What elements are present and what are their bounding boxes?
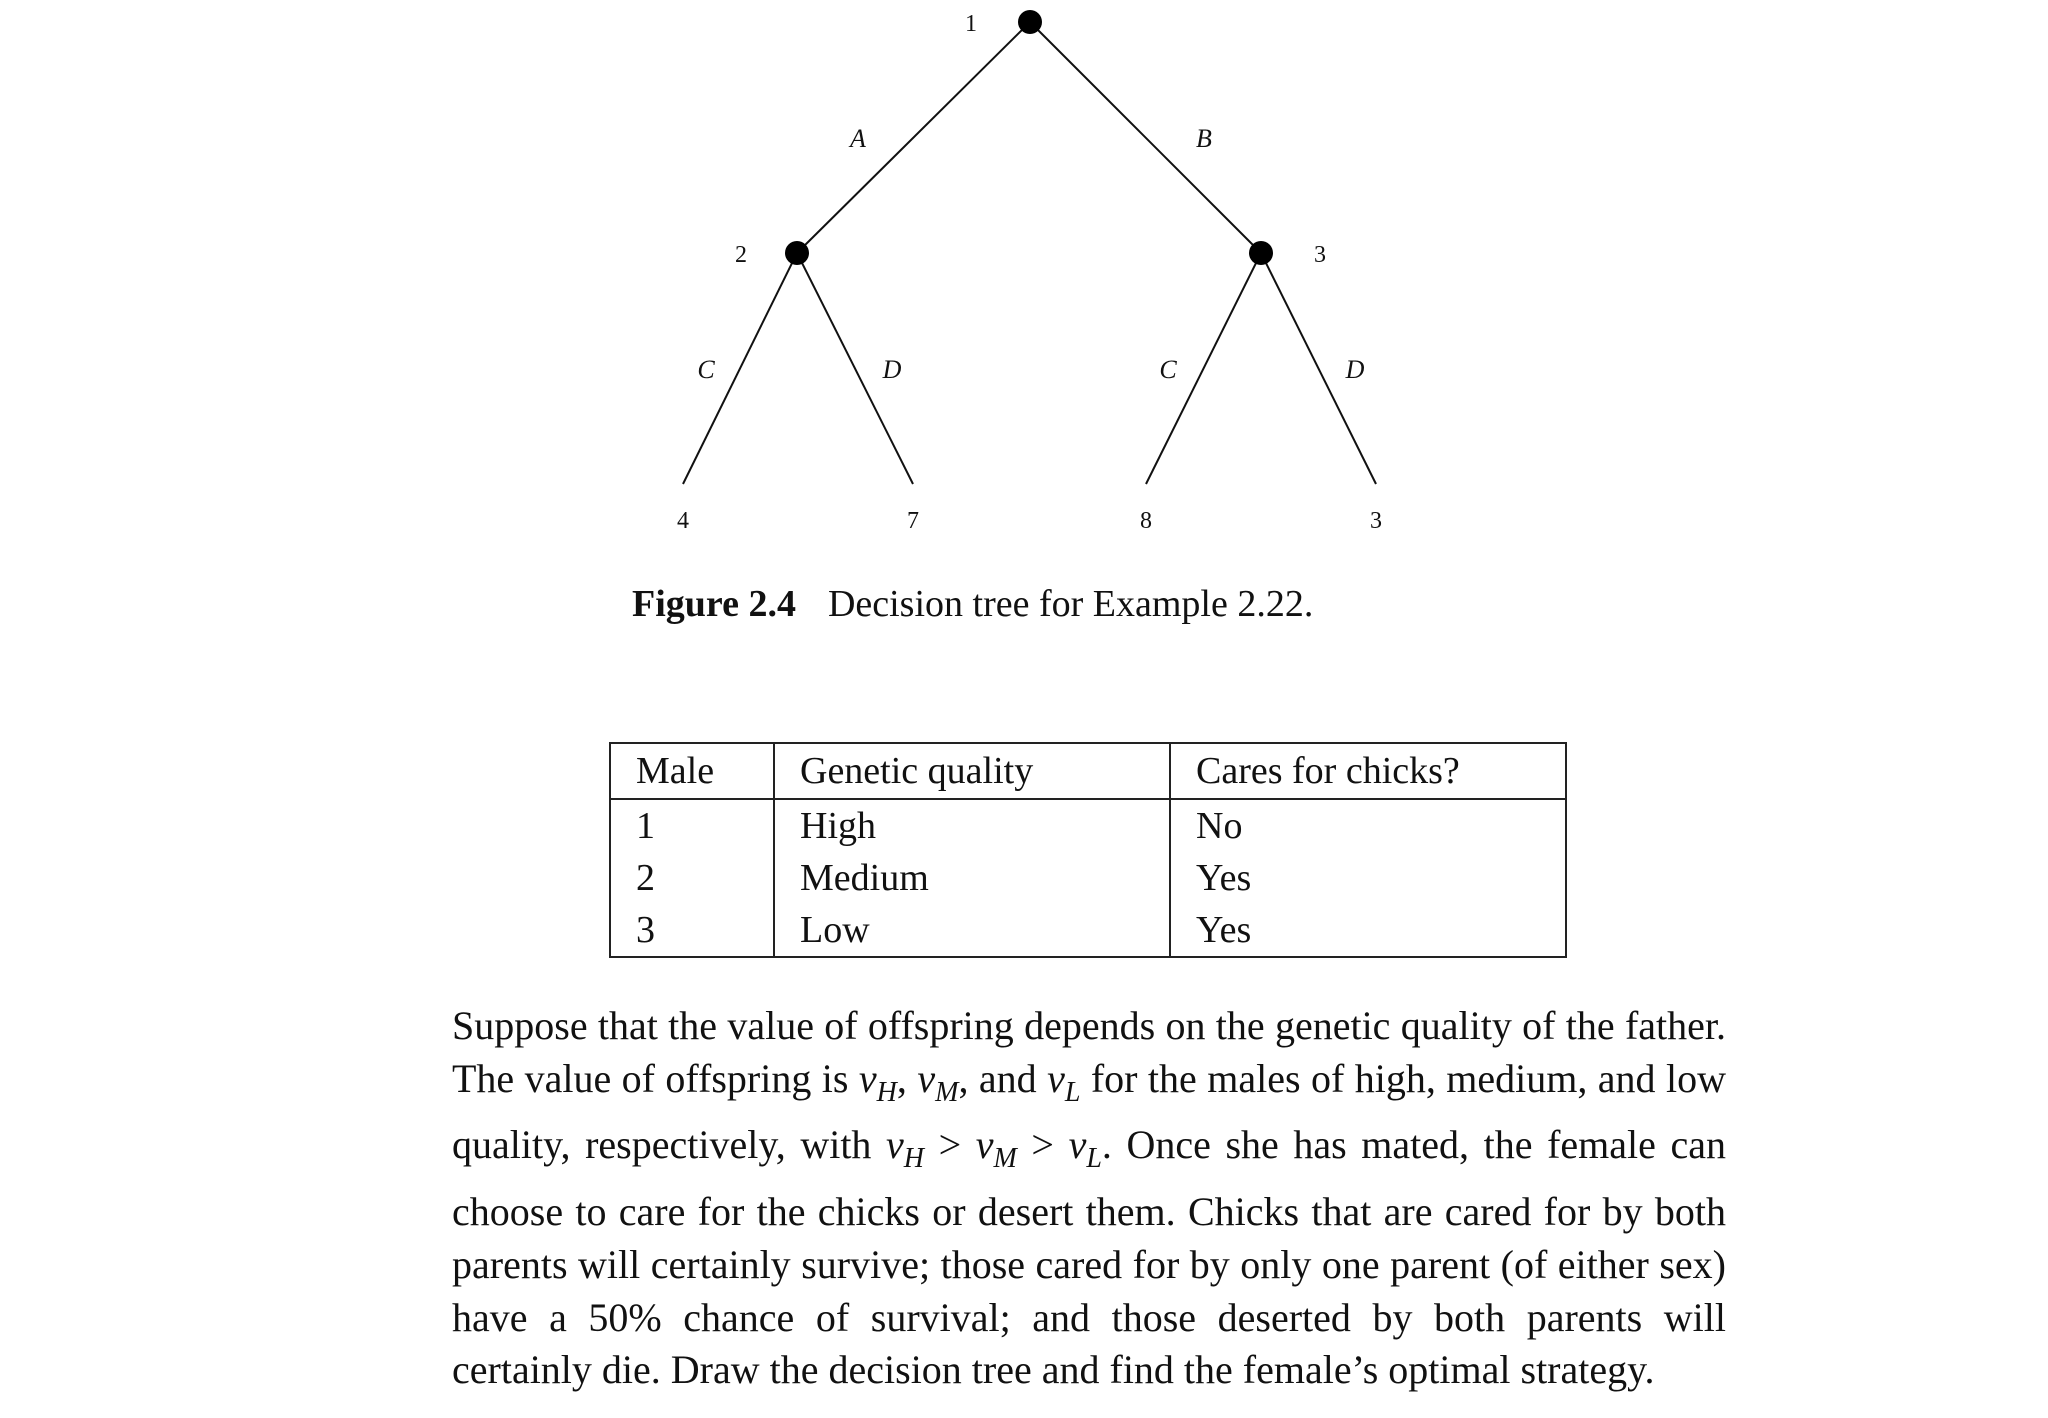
figure-caption-text: Decision tree for Example 2.22.: [827, 583, 1314, 625]
table-cell: 2: [609, 852, 775, 904]
edge-left-left: [682, 252, 798, 485]
node-right-label: 3: [1314, 242, 1326, 268]
edge-label-left-c: C: [697, 355, 715, 384]
edge-root-left: [796, 21, 1031, 254]
node-left: [785, 241, 809, 265]
body-paragraph: Suppose that the value of offspring depe…: [452, 1003, 1726, 1393]
figure-caption: Figure 2.4 Decision tree for Example 2.22…: [632, 582, 1313, 626]
edge-label-right-c: C: [1159, 355, 1177, 384]
edge-left-right: [796, 252, 914, 485]
leaf-payoff-1: 4: [677, 508, 689, 534]
table-cell: Yes: [1169, 852, 1567, 904]
leaf-payoff-3: 8: [1140, 508, 1152, 534]
leaf-payoff-4: 3: [1370, 508, 1382, 534]
node-left-label: 2: [735, 242, 747, 268]
table-header-row: Male Genetic quality Cares for chicks?: [609, 742, 1567, 800]
edge-root-right: [1029, 21, 1262, 254]
leaf-payoff-2: 7: [907, 508, 919, 534]
edge-right-right: [1260, 252, 1377, 485]
table-cell: 1: [609, 799, 775, 852]
edge-label-a: A: [848, 124, 866, 153]
table-row: 3 Low Yes: [609, 904, 1567, 958]
table-cell: Low: [773, 904, 1171, 958]
figure-caption-number: Figure 2.4: [632, 583, 796, 625]
table-cell: Yes: [1169, 904, 1567, 958]
table-cell: Medium: [773, 852, 1171, 904]
table-row: 2 Medium Yes: [609, 852, 1567, 904]
table-header-cares: Cares for chicks?: [1169, 742, 1567, 800]
table-cell: 3: [609, 904, 775, 958]
node-root: [1018, 10, 1042, 34]
node-right: [1249, 241, 1273, 265]
node-root-label: 1: [965, 11, 977, 37]
table-cell: High: [773, 799, 1171, 852]
edge-label-b: B: [1196, 124, 1212, 153]
edge-right-left: [1145, 252, 1262, 485]
male-quality-table: Male Genetic quality Cares for chicks? 1…: [609, 742, 1567, 958]
table-row: 1 High No: [609, 799, 1567, 852]
decision-tree-figure: 1 2 3 A B C D C D 4 7 8 3: [677, 10, 1382, 534]
table-cell: No: [1169, 799, 1567, 852]
table-header-genetic-quality: Genetic quality: [773, 742, 1171, 800]
table-header-male: Male: [609, 742, 775, 800]
edge-label-right-d: D: [1345, 355, 1365, 384]
edge-label-left-d: D: [882, 355, 902, 384]
